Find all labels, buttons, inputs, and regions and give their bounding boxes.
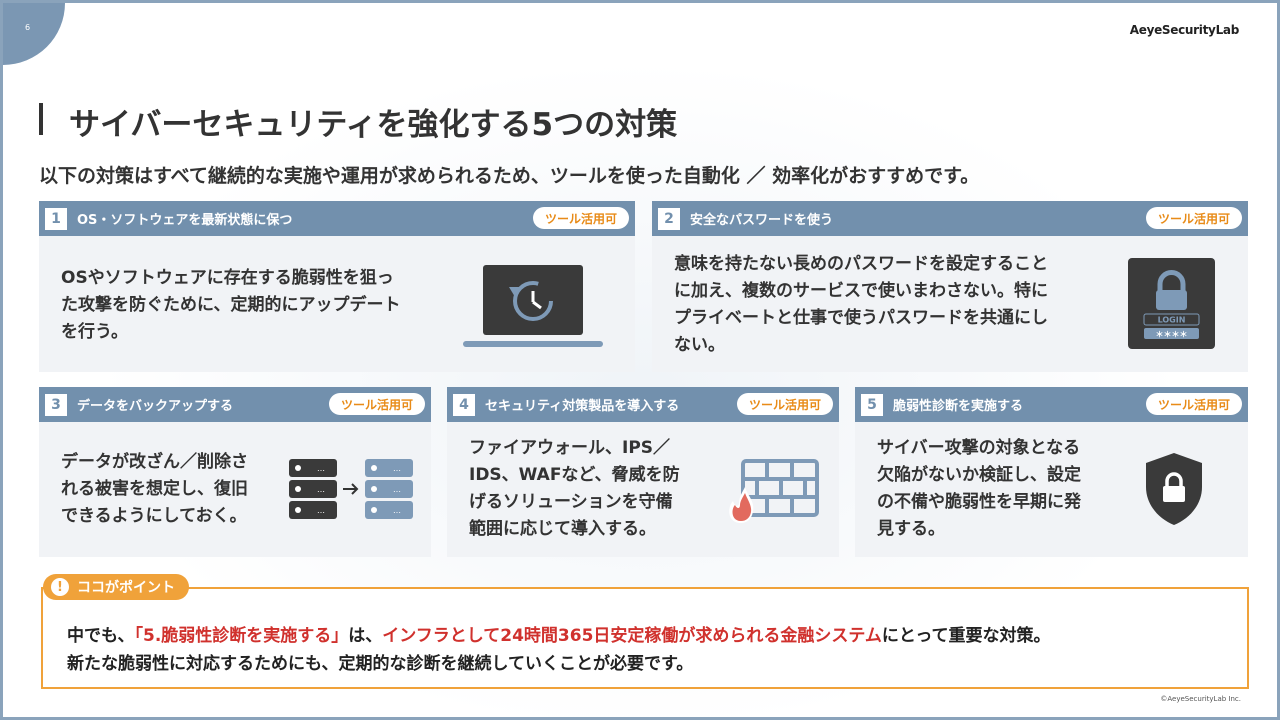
page-subtitle: 以下の対策はすべて継続的な実施や運用が求められるため、ツールを使った自動化 ／ …: [39, 165, 980, 187]
description-line: を行う。: [61, 322, 128, 342]
title-accent-bar: [39, 103, 43, 135]
server-backup-icon: … … … … … …: [289, 459, 413, 519]
description-line: ファイアウォール、IPS／: [469, 438, 671, 458]
card-header: 3 データをバックアップする ツール活用可: [39, 387, 431, 422]
svg-text:＊＊＊＊: ＊＊＊＊: [1156, 330, 1188, 339]
copyright: ©AeyeSecurityLab Inc.: [1160, 695, 1241, 703]
page-title: サイバーセキュリティを強化する5つの対策: [69, 107, 678, 143]
text-segment: は、: [348, 626, 383, 646]
description-line: た攻撃を防ぐために、定期的にアップデート: [61, 295, 401, 315]
text-segment: 中でも、: [67, 626, 135, 646]
card-header: 4 セキュリティ対策製品を導入する ツール活用可: [447, 387, 839, 422]
svg-text:LOGIN: LOGIN: [1158, 316, 1186, 325]
card-description: ファイアウォール、IPS／ IDS、WAFなど、脅威を防 げるソリューションを守…: [469, 435, 680, 543]
measure-card-5: 5 脆弱性診断を実施する ツール活用可 サイバー攻撃の対象となる 欠陥がないか検…: [855, 387, 1248, 557]
svg-text:…: …: [393, 485, 401, 494]
description-line: IDS、WAFなど、脅威を防: [469, 465, 680, 485]
page-corner: [3, 3, 65, 65]
card-title: データをバックアップする: [77, 399, 234, 414]
description-line: できるようにしておく。: [61, 506, 247, 526]
measure-card-3: 3 データをバックアップする ツール活用可 データが改ざん／削除さ れる被害を想…: [39, 387, 431, 557]
tool-badge: ツール活用可: [1145, 207, 1242, 229]
highlight-financial-system: インフラとして24時間365日安定稼働が求められる金融システム: [382, 626, 882, 646]
tool-badge: ツール活用可: [328, 393, 425, 415]
card-description: 意味を持たない長めのパスワードを設定すること に加え、複数のサービスで使いまわさ…: [674, 251, 1048, 359]
svg-text:…: …: [317, 464, 325, 473]
card-title: 安全なパスワードを使う: [690, 213, 834, 228]
card-title: セキュリティ対策製品を導入する: [485, 399, 680, 414]
brand-logo: AeyeSecurityLab: [1129, 23, 1240, 37]
card-header: 1 OS・ソフトウェアを最新状態に保つ ツール活用可: [39, 201, 635, 236]
card-header: 5 脆弱性診断を実施する ツール活用可: [855, 387, 1248, 422]
login-lock-icon: LOGIN ＊＊＊＊: [1128, 258, 1215, 349]
card-description: サイバー攻撃の対象となる 欠陥がないか検証し、設定 の不備や脆弱性を早期に発 見…: [877, 435, 1081, 543]
description-line: プライベートと仕事で使うパスワードを共通にし: [674, 308, 1048, 328]
description-line: 見する。: [877, 519, 945, 539]
key-point-line-1: 中でも、「5.脆弱性診断を実施する」は、インフラとして24時間365日安定稼働が…: [67, 621, 1051, 646]
description-line: 欠陥がないか検証し、設定: [877, 465, 1081, 485]
card-title: 脆弱性診断を実施する: [893, 399, 1024, 414]
description-line: の不備や脆弱性を早期に発: [877, 492, 1081, 512]
description-line: OSやソフトウェアに存在する脆弱性を狙っ: [61, 268, 394, 288]
card-number: 2: [658, 207, 680, 230]
page-number: 6: [25, 23, 31, 32]
tool-badge: ツール活用可: [532, 207, 629, 229]
measure-card-1: 1 OS・ソフトウェアを最新状態に保つ ツール活用可 OSやソフトウェアに存在す…: [39, 201, 635, 372]
svg-text:…: …: [317, 506, 325, 515]
description-line: げるソリューションを守備: [469, 492, 673, 512]
description-line: ない。: [674, 335, 725, 355]
highlight-measure: 「5.脆弱性診断を実施する」: [134, 626, 349, 646]
svg-text:…: …: [317, 485, 325, 494]
description-line: 範囲に応じて導入する。: [469, 519, 656, 539]
shield-lock-icon: [1146, 453, 1202, 525]
card-description: データが改ざん／削除さ れる被害を想定し、復旧 できるようにしておく。: [61, 449, 248, 530]
key-point-line-2: 新たな脆弱性に対応するためにも、定期的な診断を継続していくことが必要です。: [67, 654, 694, 674]
description-line: に加え、複数のサービスで使いまわさない。特に: [674, 281, 1048, 301]
key-point-label: ! ココがポイント: [43, 574, 189, 600]
description-line: れる被害を想定し、復旧: [61, 479, 248, 499]
card-number: 3: [45, 393, 67, 416]
card-number: 5: [861, 393, 883, 416]
description-line: サイバー攻撃の対象となる: [877, 438, 1081, 458]
card-header: 2 安全なパスワードを使う ツール活用可: [652, 201, 1248, 236]
svg-text:…: …: [393, 506, 401, 515]
tool-badge: ツール活用可: [1145, 393, 1242, 415]
card-number: 1: [45, 207, 67, 230]
measure-card-4: 4 セキュリティ対策製品を導入する ツール活用可 ファイアウォール、IPS／ I…: [447, 387, 839, 557]
key-point-box: [41, 587, 1249, 689]
key-point-label-text: ココがポイント: [77, 580, 175, 596]
description-line: データが改ざん／削除さ: [61, 452, 248, 472]
exclamation-icon: !: [51, 578, 69, 596]
tool-badge: ツール活用可: [736, 393, 833, 415]
svg-text:…: …: [393, 464, 401, 473]
measure-card-2: 2 安全なパスワードを使う ツール活用可 意味を持たない長めのパスワードを設定す…: [652, 201, 1248, 372]
card-title: OS・ソフトウェアを最新状態に保つ: [77, 213, 293, 228]
firewall-icon: [729, 459, 819, 523]
description-line: 意味を持たない長めのパスワードを設定すること: [674, 254, 1048, 274]
card-number: 4: [453, 393, 475, 416]
text-segment: にとって重要な対策。: [881, 626, 1051, 646]
card-description: OSやソフトウェアに存在する脆弱性を狙っ た攻撃を防ぐために、定期的にアップデー…: [61, 265, 401, 346]
laptop-update-icon: [463, 265, 603, 347]
